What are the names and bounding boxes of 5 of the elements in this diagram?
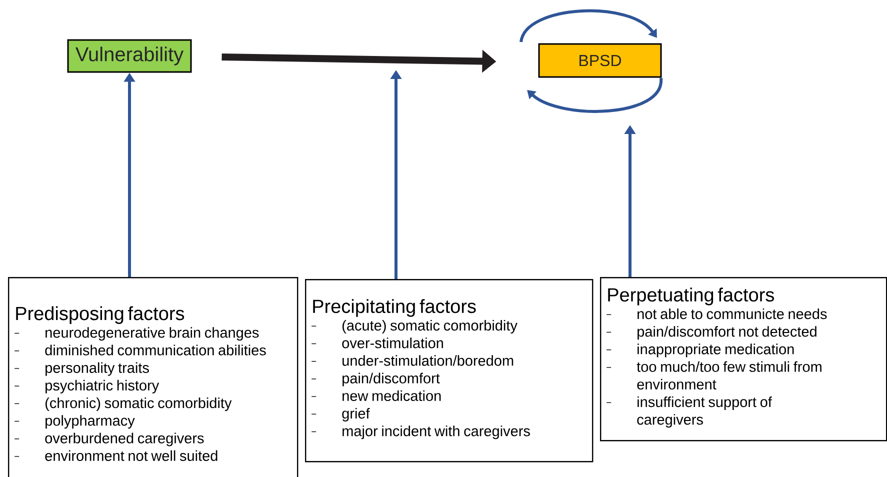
factor-box: Precipitating factors (acute) somatic comorbidity over-stimulation under-stimulation/boredom pain/discomfort new medication grief major incident with caregivers — [305, 279, 594, 462]
label-box: BPSD — [538, 43, 662, 78]
factor-box: Predisposing factors neurodegenerative brain changes diminished communication abilities personality traits psychiatric history (chronic) somatic comorbidity polypharmacy overburdened caregivers environment not well suited — [8, 277, 298, 477]
factor-box: Perpetuating factors not able to communicte needs pain/discomfort not detected inappropriate medication too much/too few stimuli from environment insufficient support of caregivers — [600, 277, 887, 442]
label-box: Vulnerability — [67, 39, 192, 73]
